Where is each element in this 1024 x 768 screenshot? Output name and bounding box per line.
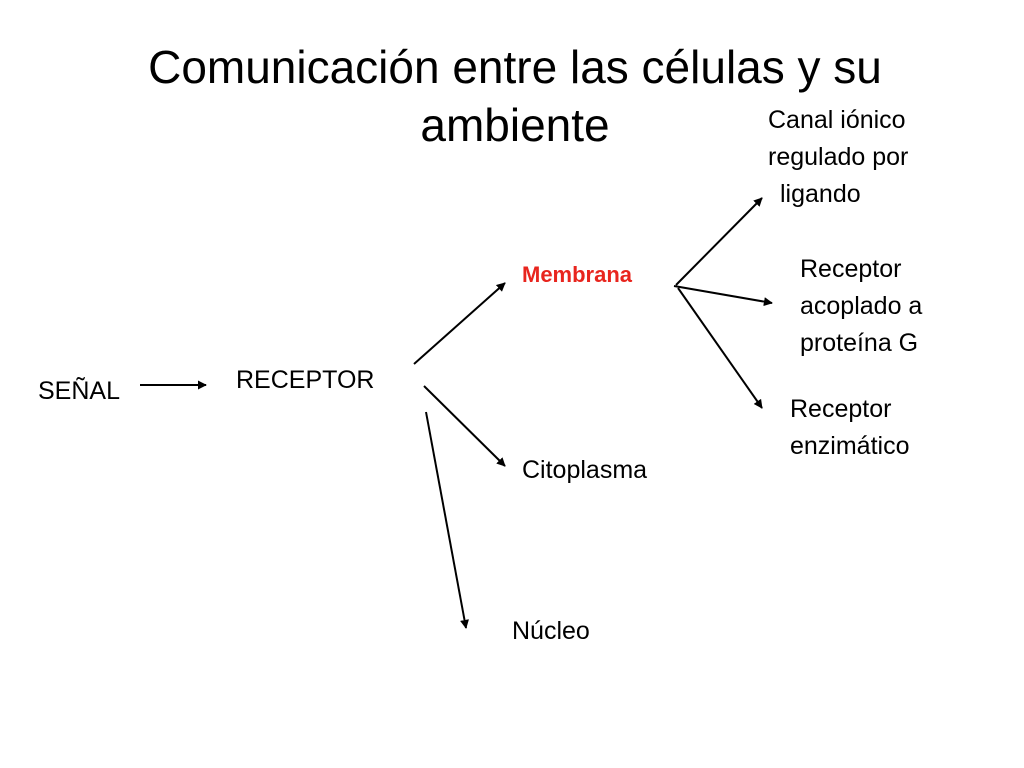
enzymatic-line-2: enzimático xyxy=(790,432,910,460)
g-protein-line-1: Receptor xyxy=(800,255,902,283)
enzymatic-line-1: Receptor xyxy=(790,395,892,423)
signal-label: SEÑAL xyxy=(38,377,120,405)
membrane-label: Membrana xyxy=(522,262,633,287)
title-line-2: ambiente xyxy=(420,99,610,151)
ion-channel-label: Canal iónico regulado por ligando xyxy=(768,102,908,213)
g-protein-receptor-label: Receptor acoplado a proteína G xyxy=(800,251,922,362)
nucleus-label: Núcleo xyxy=(512,617,590,645)
ion-channel-line-1: Canal iónico xyxy=(768,106,906,134)
cytoplasm-label: Citoplasma xyxy=(522,456,648,484)
ion-channel-line-3: ligando xyxy=(780,180,861,208)
g-protein-line-3: proteína G xyxy=(800,329,919,357)
arrow-receptor-to-nucleus xyxy=(425,411,469,629)
arrow-membrane-to-ion-channel xyxy=(675,197,763,286)
arrow-receptor-to-membrane xyxy=(413,282,506,365)
title-line-1: Comunicación entre las células y su xyxy=(148,41,882,93)
receptor-label: RECEPTOR xyxy=(236,366,375,394)
arrow-membrane-to-enzymatic xyxy=(677,287,763,409)
arrow-membrane-to-g-protein xyxy=(673,285,773,307)
g-protein-line-2: acoplado a xyxy=(800,292,923,320)
arrow-receptor-to-cytoplasm xyxy=(423,385,506,467)
slide-title: Comunicación entre las células y su ambi… xyxy=(30,38,1000,154)
ion-channel-line-2: regulado por xyxy=(768,143,909,171)
enzymatic-receptor-label: Receptor enzimático xyxy=(790,391,910,465)
